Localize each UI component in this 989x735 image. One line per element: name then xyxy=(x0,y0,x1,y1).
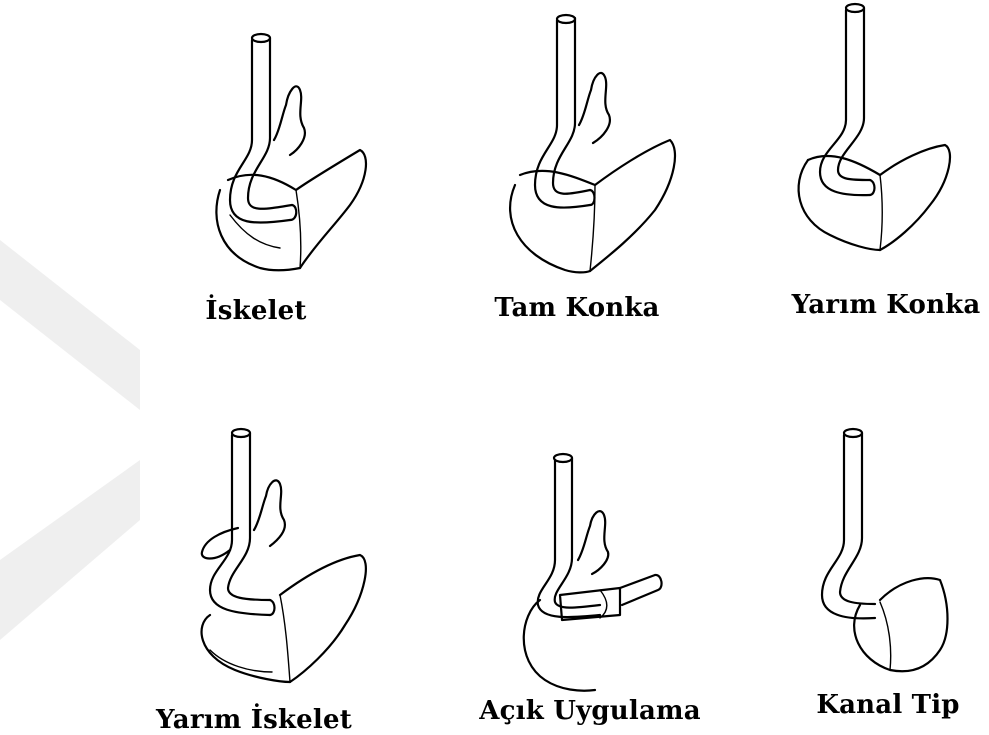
caption-tam-konka: Tam Konka xyxy=(494,293,659,323)
earmold-skeleton-drawing xyxy=(200,20,390,290)
earmold-full-shell-panel: Tam Konka xyxy=(495,15,695,285)
earmold-canal-panel: Kanal Tip xyxy=(800,420,989,720)
earmold-open-fit-panel: Açık Uygulama xyxy=(500,440,710,720)
earmold-full-shell-drawing xyxy=(495,15,695,285)
earmold-half-shell-panel: Yarım Konka xyxy=(780,0,989,290)
earmold-open-fit-drawing xyxy=(500,440,710,720)
earmold-half-shell-drawing xyxy=(780,0,989,290)
earmold-skeleton-panel: İskelet xyxy=(200,20,390,290)
caption-yarim-iskelet: Yarım İskelet xyxy=(156,705,352,735)
earmold-canal-drawing xyxy=(800,420,989,720)
earmold-half-skeleton-panel: Yarım İskelet xyxy=(180,420,390,720)
caption-kanal-tip: Kanal Tip xyxy=(816,690,959,720)
caption-acik-uygulama: Açık Uygulama xyxy=(479,696,701,726)
earmold-half-skeleton-drawing xyxy=(180,420,390,720)
caption-yarim-konka: Yarım Konka xyxy=(792,290,981,320)
caption-iskelet: İskelet xyxy=(205,296,306,326)
